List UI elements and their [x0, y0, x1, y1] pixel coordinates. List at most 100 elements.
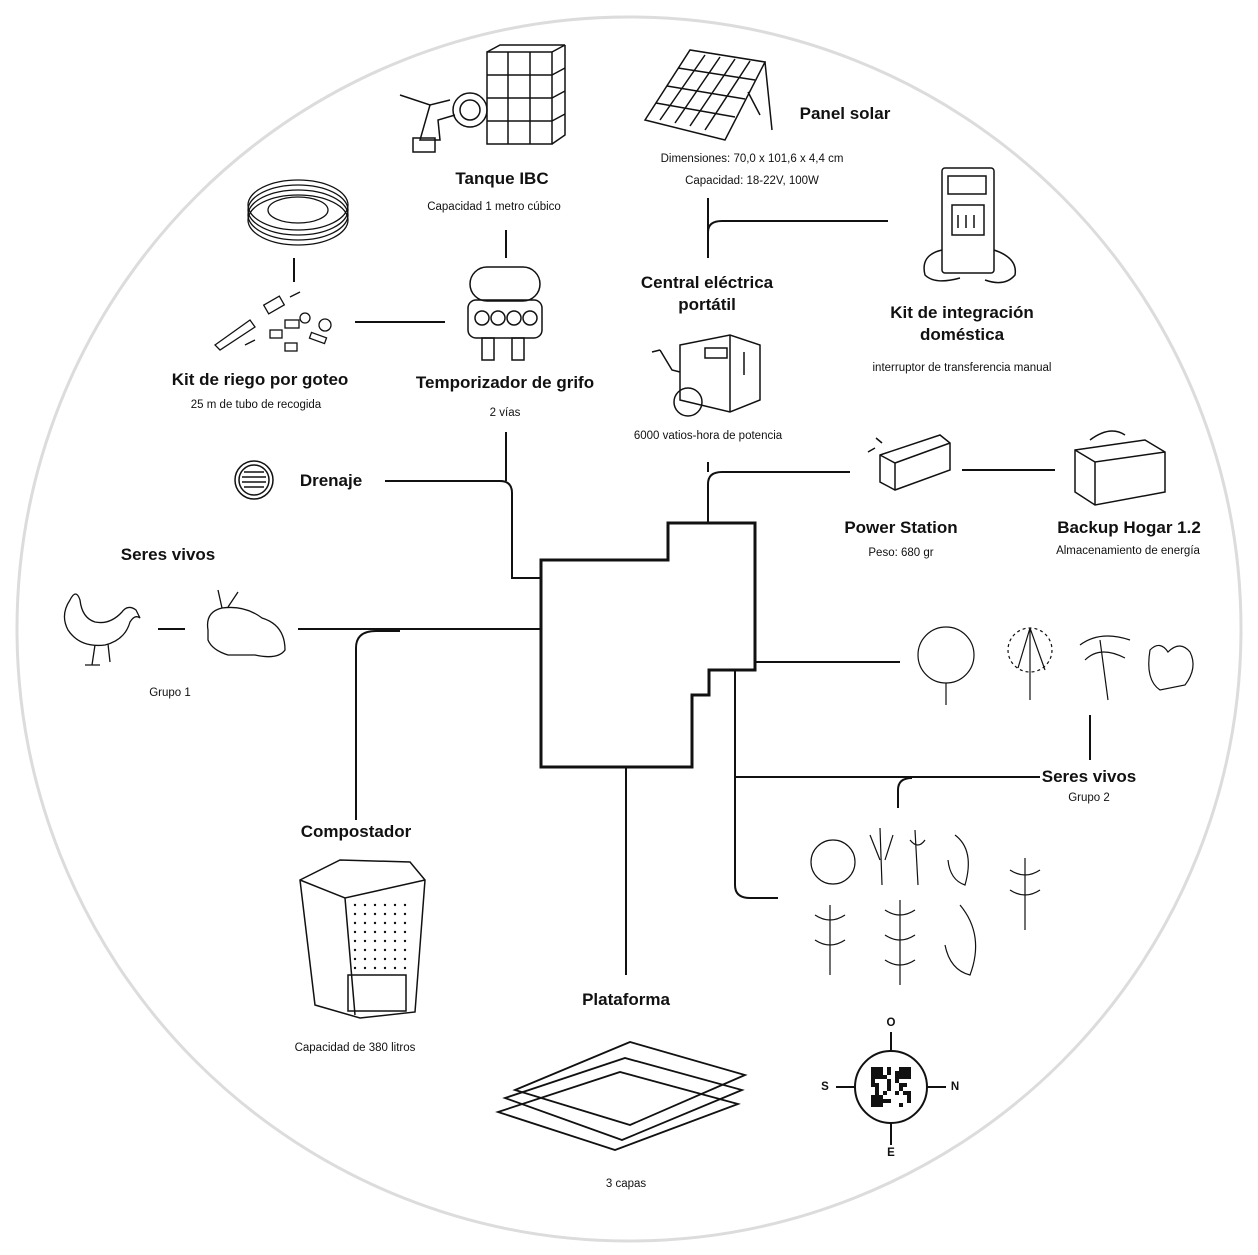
composter-hole: [353, 930, 357, 934]
qr-module: [903, 1071, 907, 1075]
qr-module: [879, 1103, 883, 1107]
qr-module: [903, 1067, 907, 1071]
composter-hole: [393, 948, 397, 952]
composter-hole: [373, 939, 377, 943]
qr-module: [871, 1103, 875, 1107]
qr-module: [875, 1103, 879, 1107]
qr-module: [875, 1099, 879, 1103]
composter-hole: [363, 912, 367, 916]
qr-module: [895, 1091, 899, 1095]
qr-module: [899, 1103, 903, 1107]
drip-kit-icon: [213, 291, 332, 352]
tanque-ibc-title: Tanque IBC: [455, 169, 549, 188]
qr-module: [899, 1071, 903, 1075]
qr-module: [879, 1095, 883, 1099]
battery-icon: [1074, 430, 1166, 506]
qr-module: [907, 1095, 911, 1099]
qr-module: [879, 1071, 883, 1075]
qr-module: [907, 1067, 911, 1071]
qr-module: [887, 1087, 891, 1091]
composter-hole: [363, 930, 367, 934]
boundary-circle: [15, 15, 1243, 1243]
composter-hole: [383, 930, 387, 934]
temporizador-title: Temporizador de grifo: [415, 373, 595, 392]
composter-hole: [393, 930, 397, 934]
composter-hole: [403, 957, 407, 961]
solar-panel-icon: [643, 49, 773, 141]
qr-module: [899, 1083, 903, 1087]
backup-sub: Almacenamiento de energía: [1056, 545, 1200, 557]
qr-module: [871, 1071, 875, 1075]
composter-hole: [393, 957, 397, 961]
composter-hole: [403, 912, 407, 916]
qr-module: [879, 1067, 883, 1071]
composter-hole: [383, 921, 387, 925]
composter-hole: [393, 939, 397, 943]
qr-module: [875, 1087, 879, 1091]
qr-module: [875, 1095, 879, 1099]
composter-icon: [299, 859, 426, 1019]
composter-hole: [353, 912, 357, 916]
qr-module: [875, 1075, 879, 1079]
composter-hole: [363, 903, 367, 907]
hen-icon: [63, 593, 141, 666]
composter-hole: [403, 903, 407, 907]
composter-hole: [403, 948, 407, 952]
qr-module: [875, 1083, 879, 1087]
line-compostador: [355, 630, 400, 820]
hose-coil-icon: [247, 179, 349, 246]
seres-vivos-1-sub: Grupo 1: [149, 687, 191, 699]
qr-module: [883, 1091, 887, 1095]
composter-hole: [383, 957, 387, 961]
power-station-sub: Peso: 680 gr: [868, 547, 934, 559]
qr-module: [899, 1067, 903, 1071]
qr-code-icon: [871, 1067, 911, 1107]
connector-lines: [158, 198, 1091, 975]
power-station-icon: [867, 434, 951, 491]
qr-module: [907, 1075, 911, 1079]
central-title-1: Central eléctrica: [640, 273, 774, 292]
qr-module: [895, 1071, 899, 1075]
qr-module: [871, 1095, 875, 1099]
generator-icon: [651, 334, 761, 417]
qr-module: [875, 1071, 879, 1075]
platform-layers-icon: [495, 1041, 748, 1151]
qr-module: [879, 1075, 883, 1079]
qr-module: [871, 1099, 875, 1103]
composter-hole: [353, 903, 357, 907]
composter-hole: [363, 921, 367, 925]
qr-module: [875, 1091, 879, 1095]
compass-right-label: N: [950, 1081, 960, 1093]
qr-module: [871, 1067, 875, 1071]
composter-hole: [383, 939, 387, 943]
compass-left-label: S: [821, 1081, 829, 1093]
composter-hole: [353, 957, 357, 961]
line-central: [707, 471, 850, 523]
qr-module: [887, 1071, 891, 1075]
compostador-sub: Capacidad de 380 litros: [294, 1042, 416, 1054]
seres-vivos-2-title: Seres vivos: [1041, 767, 1137, 786]
composter-hole: [353, 948, 357, 952]
composter-hole: [373, 930, 377, 934]
qr-module: [871, 1083, 875, 1087]
qr-module: [883, 1099, 887, 1103]
composter-hole: [403, 930, 407, 934]
drenaje-title: Drenaje: [299, 471, 363, 490]
tap-timer-icon: [467, 266, 543, 361]
qr-module: [887, 1083, 891, 1087]
tanque-ibc-sub: Capacidad 1 metro cúbico: [427, 201, 561, 213]
faucet-icon: [399, 92, 488, 153]
compostador-title: Compostador: [300, 822, 412, 841]
qr-module: [899, 1087, 903, 1091]
composter-hole: [353, 939, 357, 943]
kit-riego-title: Kit de riego por goteo: [171, 370, 349, 389]
composter-hole: [383, 903, 387, 907]
compass-icon: [836, 1032, 946, 1145]
composter-hole: [403, 921, 407, 925]
composter-hole: [373, 903, 377, 907]
backup-title: Backup Hogar 1.2: [1057, 518, 1201, 537]
qr-module: [907, 1091, 911, 1095]
line-drenaje: [385, 480, 541, 579]
kit-riego-sub: 25 m de tubo de recogida: [190, 399, 322, 411]
qr-module: [887, 1079, 891, 1083]
